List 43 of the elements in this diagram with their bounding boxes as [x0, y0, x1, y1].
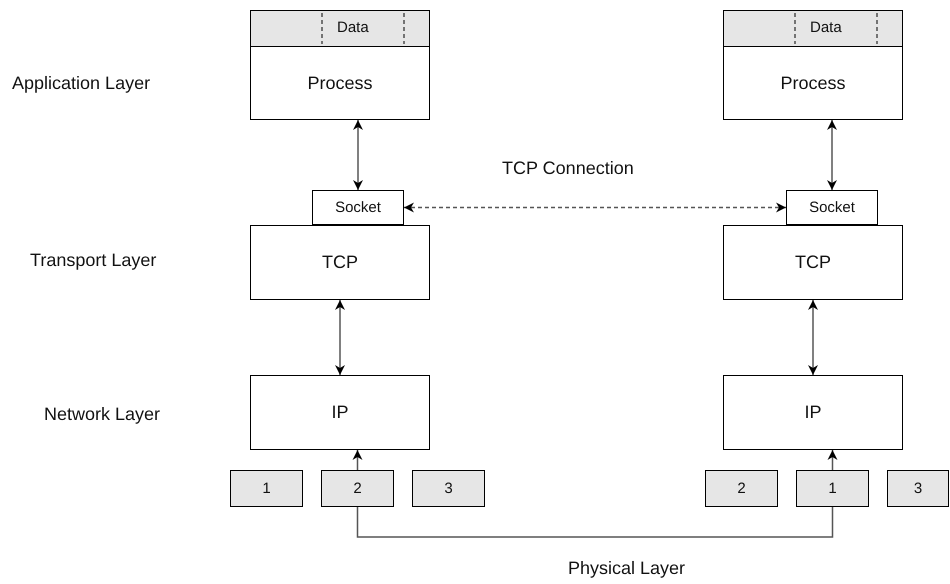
arrow: [352, 450, 362, 470]
node-text: TCP: [322, 252, 358, 273]
layer-label: Network Layer: [44, 404, 160, 425]
layer-box: [723, 375, 903, 450]
process-box: [250, 10, 430, 120]
port-box: [321, 470, 394, 507]
port-box: [887, 470, 949, 507]
arrow: [404, 202, 786, 212]
layer-box: [250, 225, 430, 300]
node-text: 3: [444, 480, 453, 497]
node-text: Socket: [809, 199, 855, 216]
socket-box: [312, 190, 404, 225]
node-text: 3: [914, 480, 922, 497]
layer-box: [250, 375, 430, 450]
node-text: 1: [828, 480, 837, 497]
node-text: Process: [307, 72, 373, 94]
arrow: [827, 120, 837, 190]
arrow: [828, 450, 838, 470]
socket-box: [786, 190, 878, 225]
node-text: IP: [331, 402, 348, 423]
node-text: TCP: [795, 252, 831, 273]
layer-label: Transport Layer: [30, 250, 156, 271]
arrow: [335, 300, 345, 375]
node-text: 1: [262, 480, 271, 497]
port-box: [230, 470, 303, 507]
arrow: [353, 120, 363, 190]
layer-label: Application Layer: [12, 73, 150, 94]
connector-line: [356, 507, 834, 538]
node-text: 2: [353, 480, 362, 497]
layer-box: [723, 225, 903, 300]
port-box: [705, 470, 778, 507]
node-text: Process: [780, 72, 846, 94]
arrow: [808, 300, 818, 375]
layer-label: Physical Layer: [568, 558, 686, 579]
port-box: [412, 470, 485, 507]
node-text: 2: [737, 480, 746, 497]
header-text: Data: [810, 19, 842, 36]
port-box: [796, 470, 869, 507]
header-text: Data: [337, 19, 369, 36]
process-box: [723, 10, 903, 120]
connection-label: TCP Connection: [502, 158, 634, 179]
node-text: Socket: [335, 199, 381, 216]
node-text: IP: [804, 402, 822, 423]
